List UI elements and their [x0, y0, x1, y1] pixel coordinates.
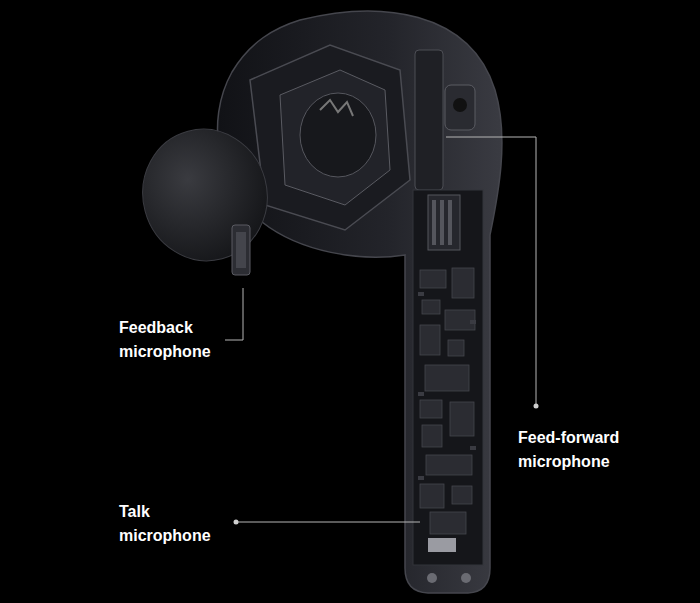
callout-label: Feed-forward microphone — [518, 426, 643, 474]
callout-label: Talk microphone — [119, 500, 229, 548]
callout-label: Feedback microphone — [119, 316, 229, 364]
